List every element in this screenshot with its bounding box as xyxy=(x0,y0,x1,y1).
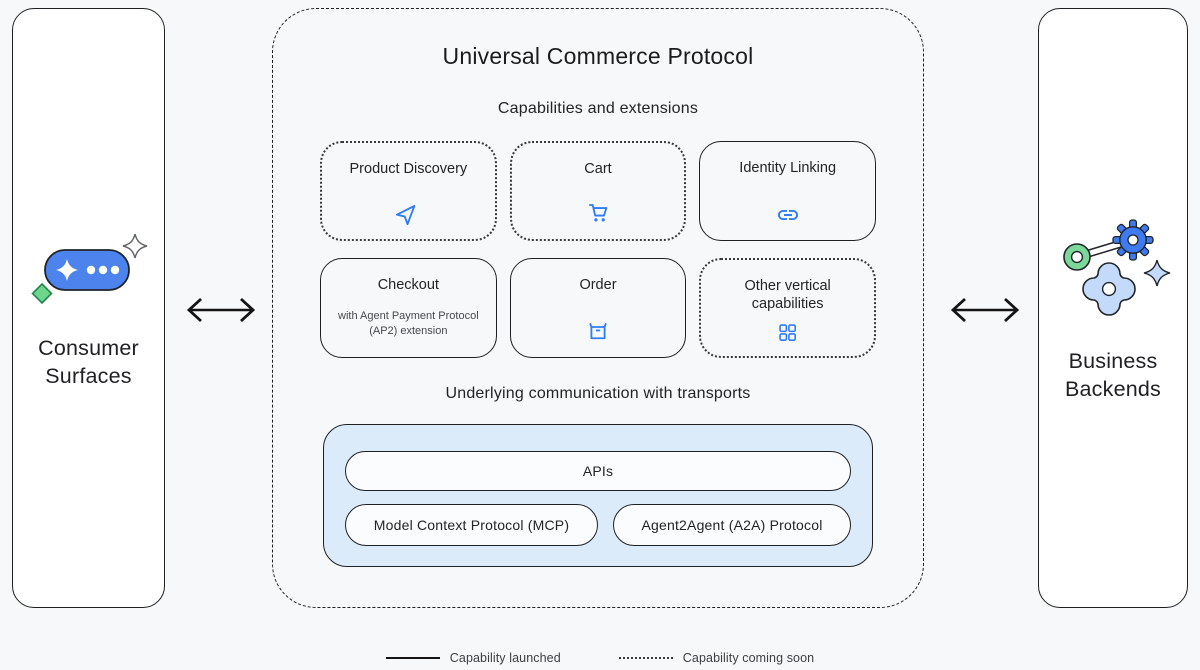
transport-pill-row: Model Context Protocol (MCP) Agent2Agent… xyxy=(345,504,851,546)
consumer-surfaces-label: Consumer Surfaces xyxy=(38,335,139,388)
capability-card-cart: Cart xyxy=(509,141,687,241)
capabilities-grid: Product Discovery Cart Identity Linking xyxy=(320,141,876,358)
capabilities-heading: Capabilities and extensions xyxy=(497,100,699,117)
capability-label: Order xyxy=(579,277,617,293)
capability-card-checkout: Checkout with Agent Payment Protocol (AP… xyxy=(320,258,497,358)
grid-icon xyxy=(779,324,797,341)
assistant-pill-sparkles-icon xyxy=(30,233,147,304)
capability-label: Cart xyxy=(584,161,612,177)
bidirectional-arrow-left xyxy=(186,297,256,323)
bidirectional-arrow-right xyxy=(950,297,1020,323)
cart-icon xyxy=(588,204,608,222)
a2a-pill: Agent2Agent (A2A) Protocol xyxy=(613,504,851,546)
gears-services-icon xyxy=(1063,218,1171,316)
consumer-surfaces-panel: Consumer Surfaces xyxy=(12,8,165,608)
legend-dotted-line xyxy=(618,657,673,659)
mcp-pill: Model Context Protocol (MCP) xyxy=(345,504,598,546)
capability-sublabel: with Agent Payment Protocol (AP2) extens… xyxy=(338,310,479,337)
legend-coming-soon-label: Capability coming soon xyxy=(682,651,815,665)
capability-card-identity-linking: Identity Linking xyxy=(699,141,876,241)
protocol-container: Universal Commerce Protocol Capabilities… xyxy=(272,8,924,608)
package-icon xyxy=(589,323,607,340)
transports-heading: Underlying communication with transports xyxy=(445,385,751,402)
capability-label: Checkout xyxy=(377,277,439,293)
capability-label: Product Discovery xyxy=(349,161,468,177)
legend-solid-line xyxy=(385,657,440,659)
capability-label: Identity Linking xyxy=(739,160,837,176)
legend: Capability launched Capability coming so… xyxy=(0,649,1200,667)
transports-container: APIs Model Context Protocol (MCP) Agent2… xyxy=(323,424,873,567)
capability-label: Other vertical capabilities xyxy=(744,278,831,313)
send-icon xyxy=(396,204,416,226)
business-backends-label: Business Backends xyxy=(1064,348,1162,401)
capability-card-other-vertical: Other vertical capabilities xyxy=(699,258,876,358)
link-icon xyxy=(777,210,798,220)
diagram-title: Universal Commerce Protocol xyxy=(442,43,754,69)
apis-pill: APIs xyxy=(345,451,851,491)
capability-card-product-discovery: Product Discovery xyxy=(320,141,497,241)
legend-launched-label: Capability launched xyxy=(449,651,561,665)
capability-card-order: Order xyxy=(509,258,687,358)
business-backends-panel: Business Backends xyxy=(1038,8,1188,608)
